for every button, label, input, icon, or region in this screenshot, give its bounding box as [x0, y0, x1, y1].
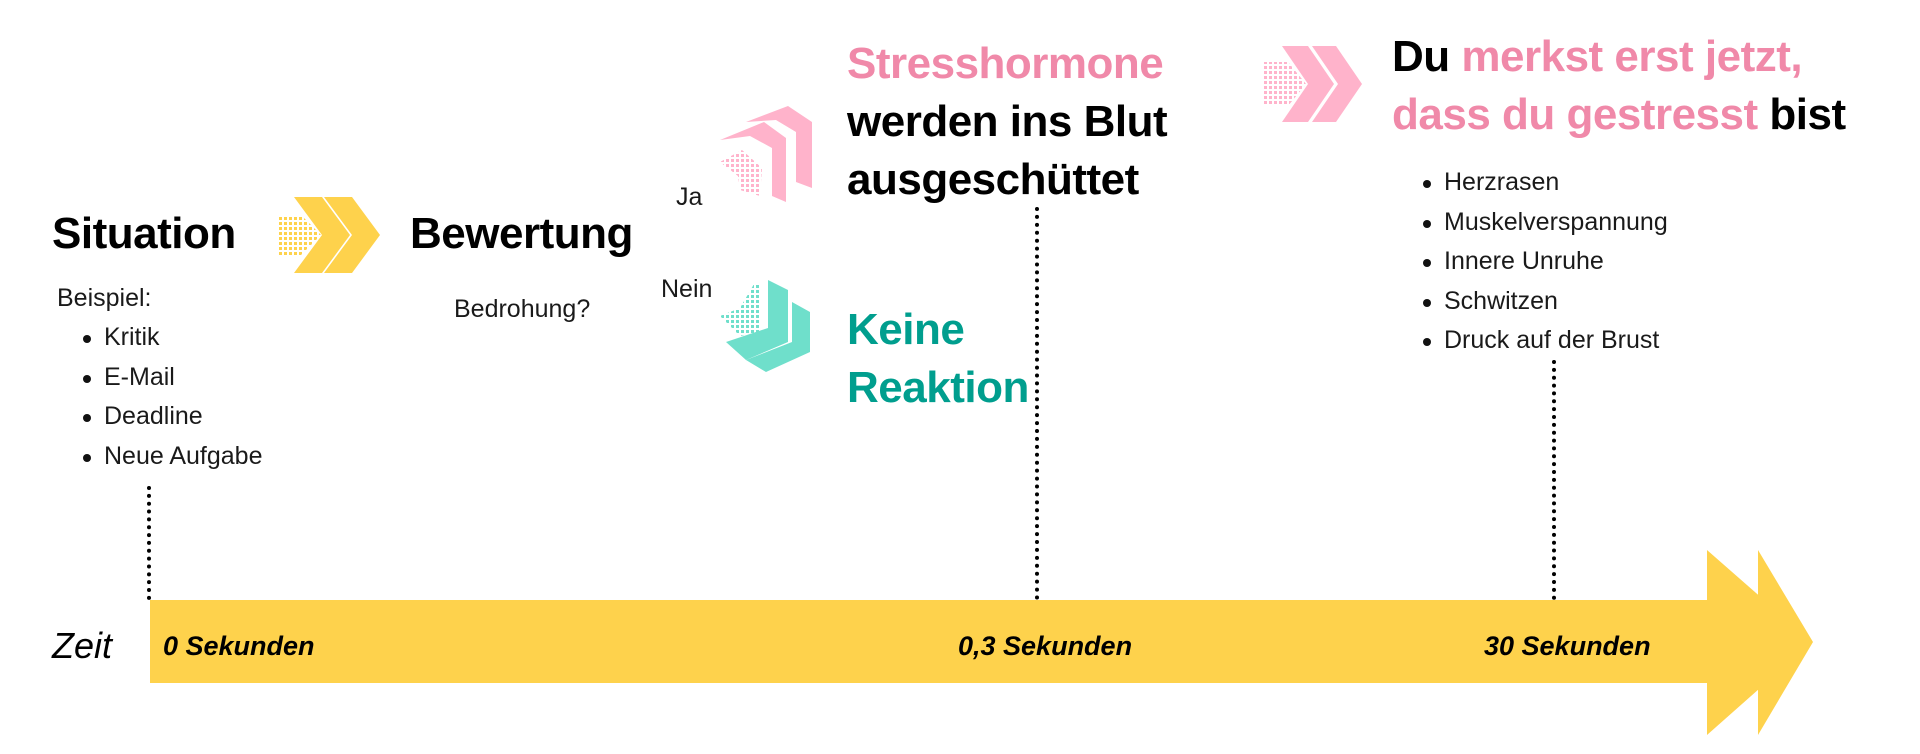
gestresst-line2-highlight: dass du gestresst: [1392, 90, 1758, 139]
situation-example-label: Beispiel:: [57, 284, 152, 312]
branch-no-label: Nein: [661, 275, 713, 303]
double-chevron-right-icon: [1264, 46, 1364, 122]
timeline-marker-0s: 0 Sekunden: [163, 631, 315, 661]
keine-reaktion-heading: Keine Reaktion: [847, 301, 1029, 417]
list-item: Schwitzen: [1420, 282, 1668, 322]
list-item: Kritik: [80, 318, 262, 358]
list-item: E-Mail: [80, 358, 262, 398]
list-item: Neue Aufgabe: [80, 437, 262, 477]
list-item: Muskelverspannung: [1420, 203, 1668, 243]
timeline-arrowhead: [150, 550, 1820, 745]
stresshormone-heading: Stresshormone werden ins Blut ausgeschüt…: [847, 35, 1168, 209]
list-item: Innere Unruhe: [1420, 242, 1668, 282]
stresshormone-line3: ausgeschüttet: [847, 155, 1139, 204]
double-chevron-down-right-icon: [716, 280, 816, 376]
list-item: Druck auf der Brust: [1420, 321, 1668, 361]
timeline-axis-label: Zeit: [52, 625, 113, 666]
situation-title: Situation: [52, 209, 236, 258]
symptom-list: Herzrasen Muskelverspannung Innere Unruh…: [1420, 163, 1668, 361]
connector-0s: [147, 486, 151, 600]
gestresst-line2-plain: bist: [1769, 90, 1846, 139]
stresshormone-line2: werden ins Blut: [847, 97, 1168, 146]
connector-03s: [1035, 207, 1039, 600]
bewertung-question: Bedrohung?: [454, 295, 591, 323]
branch-yes-label: Ja: [676, 183, 703, 211]
situation-example-list: Kritik E-Mail Deadline Neue Aufgabe: [80, 318, 262, 476]
double-chevron-up-right-icon: [716, 104, 816, 202]
gestresst-line1-plain: Du: [1392, 32, 1450, 81]
gestresst-line1-highlight: merkst erst jetzt,: [1461, 32, 1803, 81]
stresshormone-highlight: Stresshormone: [847, 39, 1164, 88]
keine-reaktion-line1: Keine: [847, 305, 965, 354]
bewertung-title: Bewertung: [410, 209, 633, 258]
connector-30s: [1552, 360, 1556, 600]
timeline-marker-03s: 0,3 Sekunden: [958, 631, 1133, 661]
keine-reaktion-line2: Reaktion: [847, 363, 1029, 412]
list-item: Deadline: [80, 397, 262, 437]
gestresst-heading: Du merkst erst jetzt, dass du gestresst …: [1392, 28, 1846, 144]
timeline-marker-30s: 30 Sekunden: [1484, 631, 1651, 661]
double-chevron-right-icon: [279, 197, 380, 273]
list-item: Herzrasen: [1420, 163, 1668, 203]
